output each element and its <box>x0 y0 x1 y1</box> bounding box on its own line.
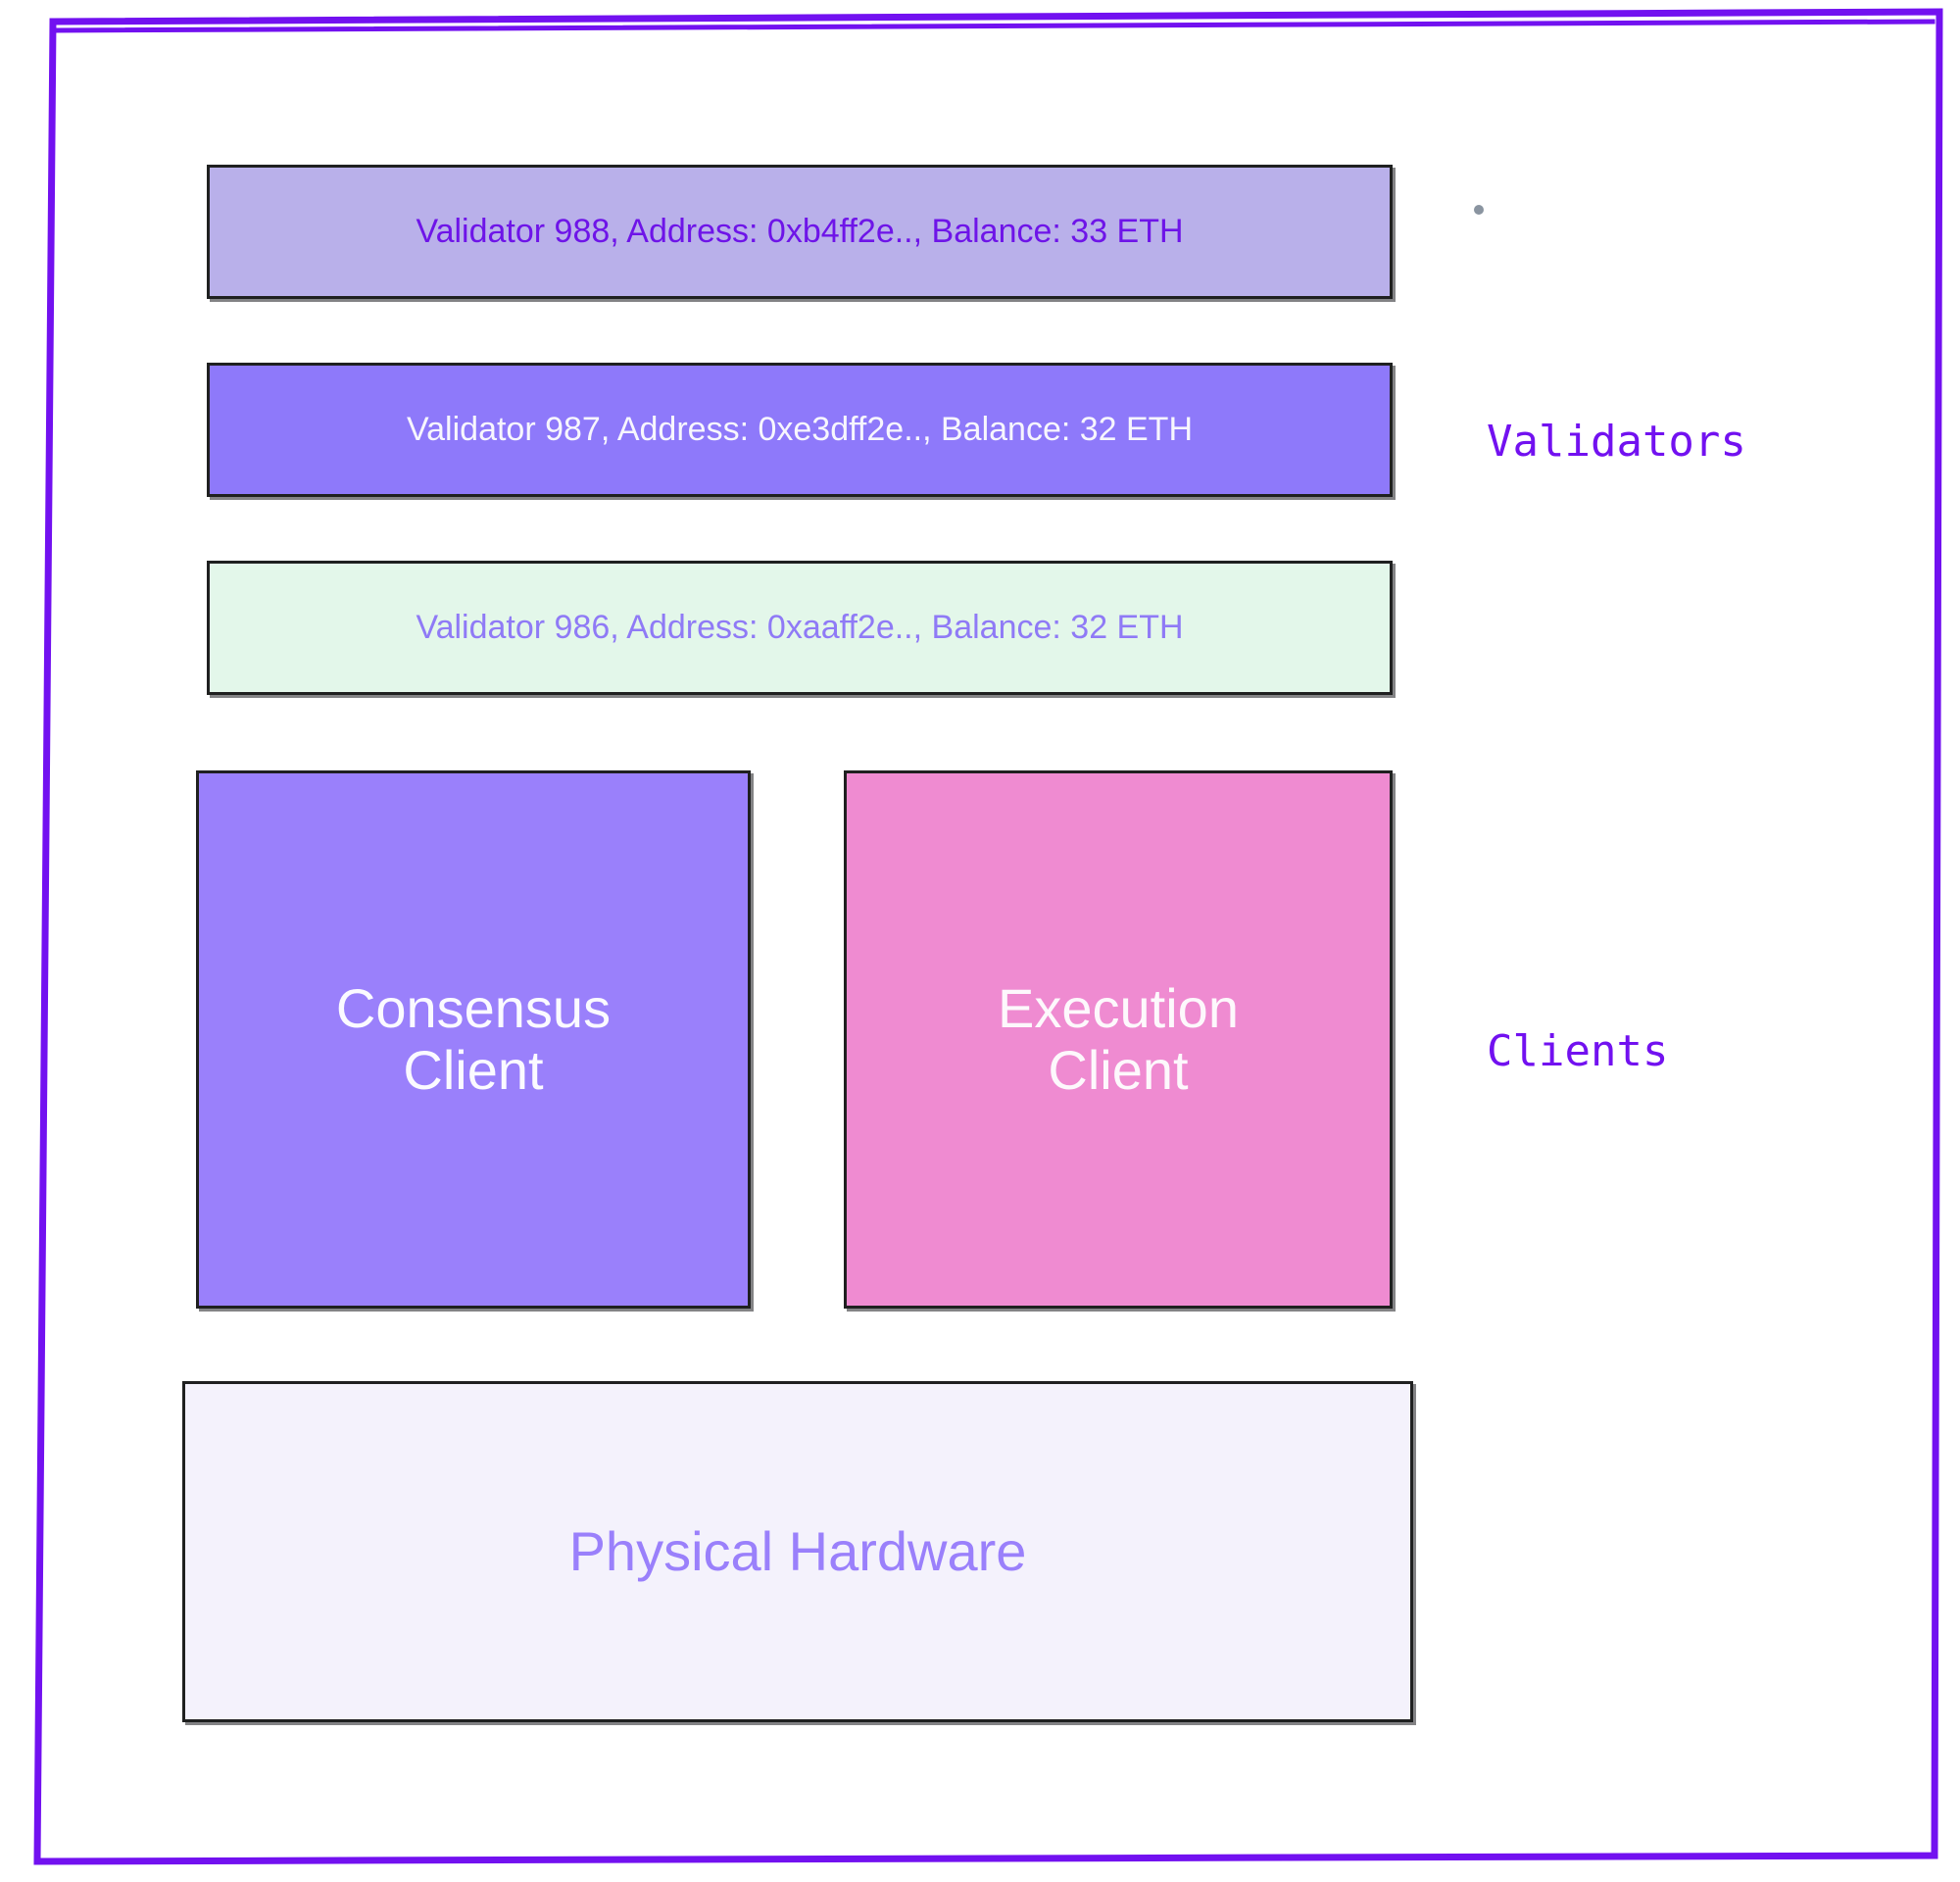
group-caption-clients: Clients <box>1487 1026 1669 1076</box>
marker-dot-icon <box>1474 205 1484 215</box>
validator-row[interactable]: Validator 986, Address: 0xaaff2e.., Bala… <box>207 561 1393 695</box>
physical-hardware-label: Physical Hardware <box>568 1519 1027 1582</box>
validator-row[interactable]: Validator 988, Address: 0xb4ff2e.., Bala… <box>207 165 1393 299</box>
execution-client-box[interactable]: Execution Client <box>844 770 1393 1309</box>
validator-row-label: Validator 988, Address: 0xb4ff2e.., Bala… <box>416 213 1184 251</box>
validator-row-label: Validator 987, Address: 0xe3dff2e.., Bal… <box>406 411 1194 449</box>
validator-row-label: Validator 986, Address: 0xaaff2e.., Bala… <box>416 609 1184 647</box>
consensus-client-box[interactable]: Consensus Client <box>196 770 751 1309</box>
physical-hardware-box[interactable]: Physical Hardware <box>182 1381 1413 1722</box>
consensus-client-label: Consensus Client <box>335 976 612 1101</box>
group-caption-validators: Validators <box>1487 417 1746 467</box>
validator-row[interactable]: Validator 987, Address: 0xe3dff2e.., Bal… <box>207 363 1393 497</box>
execution-client-label: Execution Client <box>998 976 1239 1101</box>
